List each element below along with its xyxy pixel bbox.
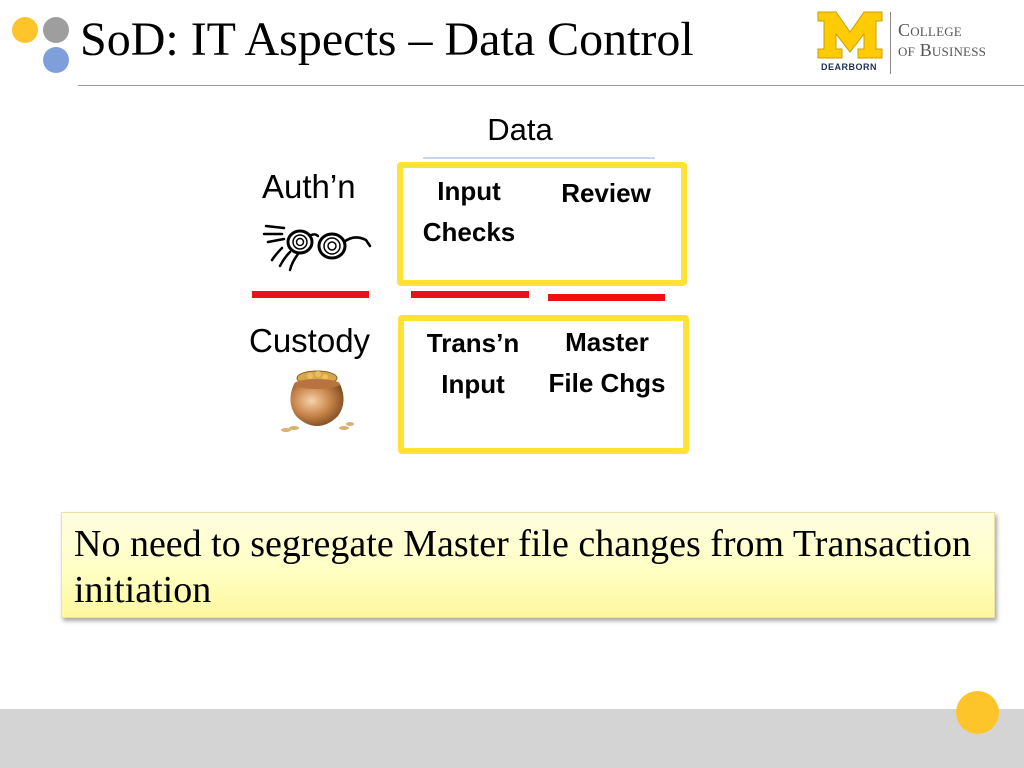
slide-title: SoD: IT Aspects – Data Control bbox=[80, 13, 694, 66]
cell-master-file-changes: Master File Chgs bbox=[548, 327, 666, 398]
logo-divider bbox=[890, 12, 891, 74]
logo-college-line2: of Business bbox=[898, 40, 987, 60]
column-header-underline bbox=[423, 157, 655, 159]
logo-college-line1: College bbox=[898, 20, 962, 40]
footer-dot bbox=[956, 691, 999, 734]
separator-red-line bbox=[252, 291, 369, 298]
cell-transaction-input: Trans’n Input bbox=[426, 328, 520, 399]
auth-data-box bbox=[397, 162, 687, 286]
footer-bar bbox=[0, 709, 1024, 768]
row-label-custody: Custody bbox=[249, 322, 371, 359]
logo-college-name: College of Business bbox=[898, 20, 1018, 60]
title-dot-blue bbox=[43, 47, 69, 73]
callout-note: No need to segregate Master file changes… bbox=[61, 512, 995, 618]
cell-input-checks: Input Checks bbox=[422, 176, 516, 247]
title-dot-gray bbox=[43, 17, 69, 43]
custody-data-box bbox=[398, 315, 689, 454]
row-label-authorization: Auth’n bbox=[262, 168, 356, 205]
separator-red-line bbox=[411, 291, 529, 298]
money-pot-icon bbox=[281, 370, 354, 432]
title-dot-yellow bbox=[12, 17, 38, 43]
block-m-logo-icon bbox=[817, 11, 883, 59]
college-logo: DEARBORN College of Business bbox=[812, 10, 1017, 76]
title-divider bbox=[78, 85, 1024, 86]
cell-review: Review bbox=[561, 178, 651, 208]
logo-campus: DEARBORN bbox=[820, 62, 877, 72]
column-header-data: Data bbox=[487, 112, 553, 147]
separator-red-line bbox=[548, 294, 665, 301]
glasses-icon bbox=[262, 224, 372, 272]
